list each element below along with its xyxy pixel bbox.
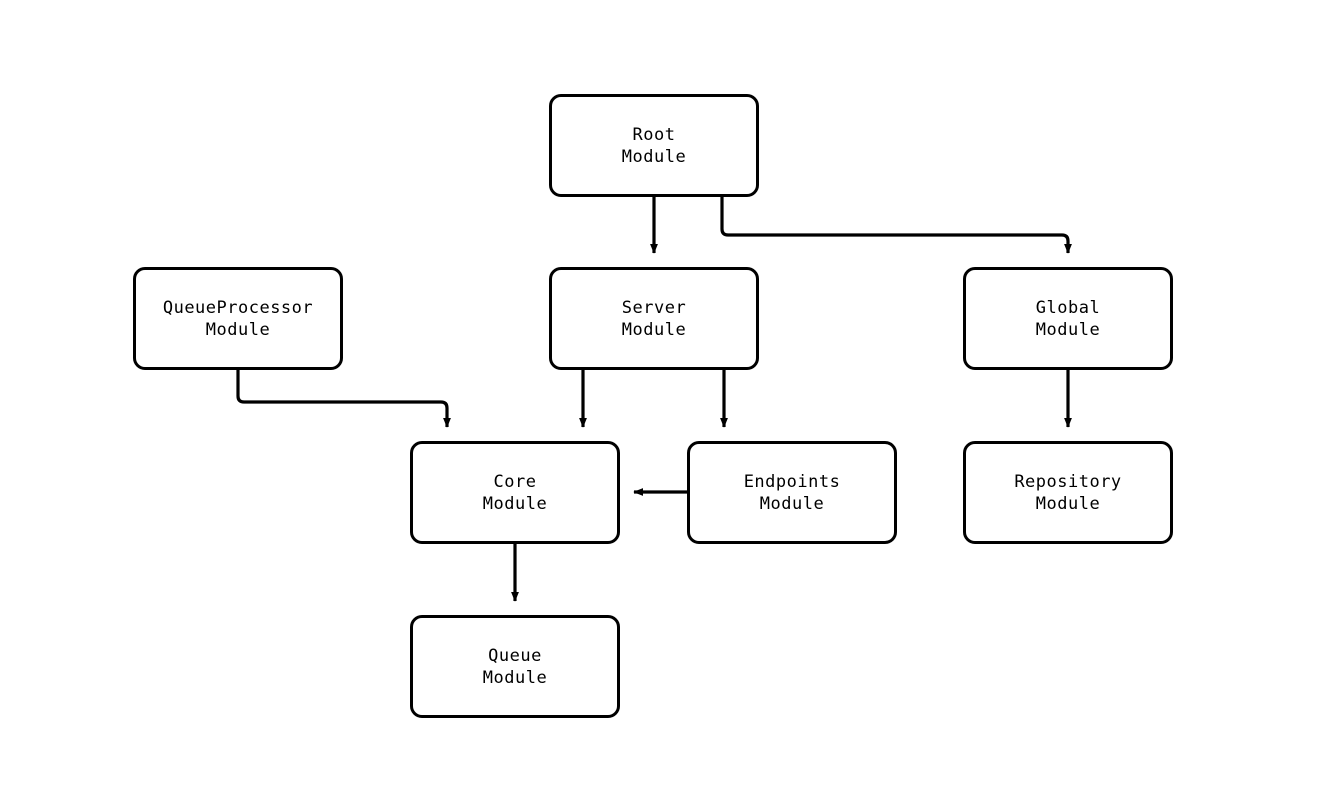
node-global-module[interactable]: Global Module bbox=[963, 267, 1173, 370]
node-core-module-line1: Core bbox=[493, 471, 537, 492]
node-queue-module[interactable]: Queue Module bbox=[410, 615, 620, 718]
node-endpoints-module-line2: Module bbox=[759, 493, 825, 514]
node-server-module[interactable]: Server Module bbox=[549, 267, 759, 370]
node-queue-module-line2: Module bbox=[482, 667, 548, 688]
node-queueprocessor-module-line2: Module bbox=[205, 319, 271, 340]
node-core-module[interactable]: Core Module bbox=[410, 441, 620, 544]
node-endpoints-module[interactable]: Endpoints Module bbox=[687, 441, 897, 544]
node-server-module-line2: Module bbox=[621, 319, 687, 340]
node-repository-module-line2: Module bbox=[1035, 493, 1101, 514]
node-repository-module-line1: Repository bbox=[1014, 471, 1122, 492]
node-queue-module-line1: Queue bbox=[488, 645, 542, 666]
node-queueprocessor-module-line1: QueueProcessor bbox=[162, 297, 314, 318]
node-server-module-line1: Server bbox=[621, 297, 687, 318]
node-endpoints-module-line1: Endpoints bbox=[743, 471, 841, 492]
edge-queueprocessor-to-core bbox=[236, 370, 451, 428]
node-global-module-line1: Global bbox=[1035, 297, 1101, 318]
node-repository-module[interactable]: Repository Module bbox=[963, 441, 1173, 544]
node-core-module-line2: Module bbox=[482, 493, 548, 514]
node-global-module-line2: Module bbox=[1035, 319, 1101, 340]
edge-root-to-global bbox=[720, 197, 1072, 254]
node-root-module-line2: Module bbox=[621, 146, 687, 167]
node-root-module-line1: Root bbox=[632, 124, 676, 145]
node-root-module[interactable]: Root Module bbox=[549, 94, 759, 197]
node-queueprocessor-module[interactable]: QueueProcessor Module bbox=[133, 267, 343, 370]
